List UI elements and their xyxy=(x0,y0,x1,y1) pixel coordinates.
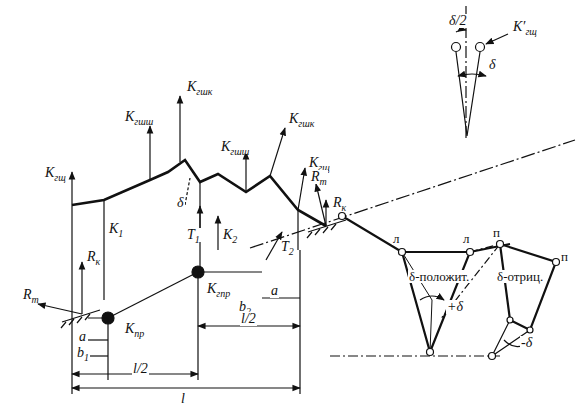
force-label: Kпр xyxy=(124,322,145,336)
force-label: l/2 xyxy=(132,362,149,376)
force-label: +δ xyxy=(446,300,464,314)
force-label: δ/2 xyxy=(448,14,467,28)
force-label: Kгпр xyxy=(206,282,231,296)
force-label: a xyxy=(270,284,279,298)
force-label: Kгшш xyxy=(220,140,250,154)
force-label: Rк xyxy=(86,250,101,264)
force-label: K2 xyxy=(222,228,238,242)
force-label: δ xyxy=(176,196,185,210)
force-label: Kгшк xyxy=(288,112,315,126)
force-label: l xyxy=(180,392,186,406)
force-label: Kгщ xyxy=(44,166,67,180)
force-label: a xyxy=(78,330,87,344)
force-label: Kгщ xyxy=(308,156,331,170)
force-label: Kгшш xyxy=(124,110,154,124)
force-label: T1 xyxy=(186,228,201,242)
force-label: b1 xyxy=(76,346,90,360)
force-label: Rт xyxy=(310,170,328,184)
force-label: л xyxy=(392,232,401,245)
force-label: Rк xyxy=(332,196,347,210)
force-label: δ xyxy=(488,58,497,72)
force-label: Rт xyxy=(22,288,40,302)
force-label: п xyxy=(492,226,501,239)
force-label: l/2 xyxy=(240,312,257,326)
force-label: K1 xyxy=(108,222,124,236)
force-label: δ-отриц. xyxy=(496,270,544,283)
force-label: л xyxy=(462,232,471,245)
force-label: Kгшк xyxy=(186,80,213,94)
force-label: п xyxy=(560,250,569,263)
force-label: T2 xyxy=(280,240,295,254)
force-label: δ-положит. xyxy=(408,270,470,283)
force-label: K′гщ xyxy=(512,20,538,34)
force-label: -δ xyxy=(520,336,533,350)
